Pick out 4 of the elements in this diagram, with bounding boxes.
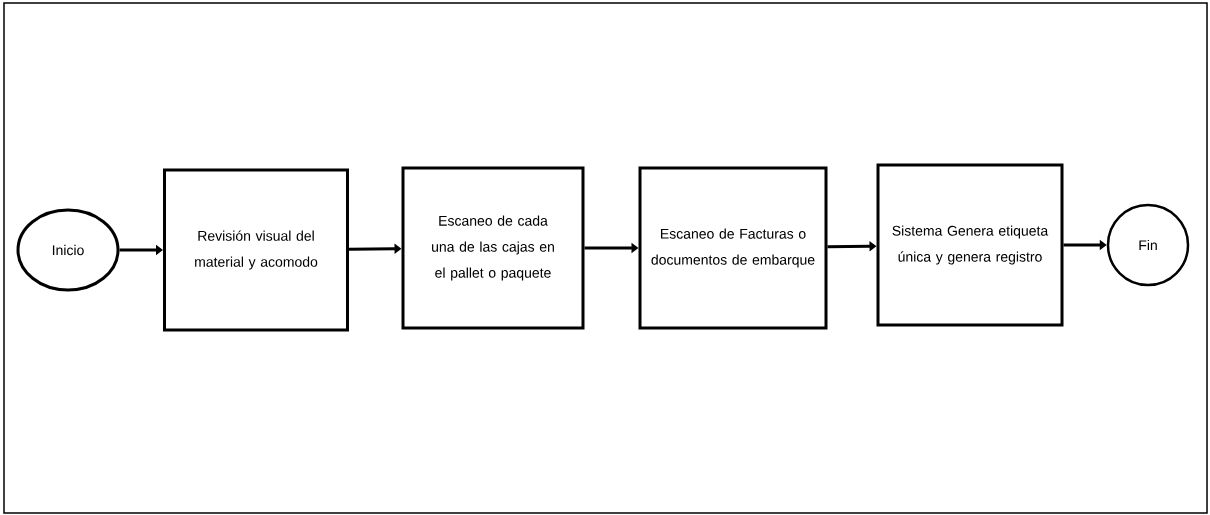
process-box: Escaneo de cada una de las cajas en el pallet o paquete	[401, 166, 585, 330]
process-box: Revisión visual del material y acomodo	[163, 168, 349, 332]
process-box: Escaneo de Facturas o documentos de embarque	[638, 166, 828, 330]
process-box: Sistema Genera etiqueta única y genera registro	[876, 163, 1064, 327]
